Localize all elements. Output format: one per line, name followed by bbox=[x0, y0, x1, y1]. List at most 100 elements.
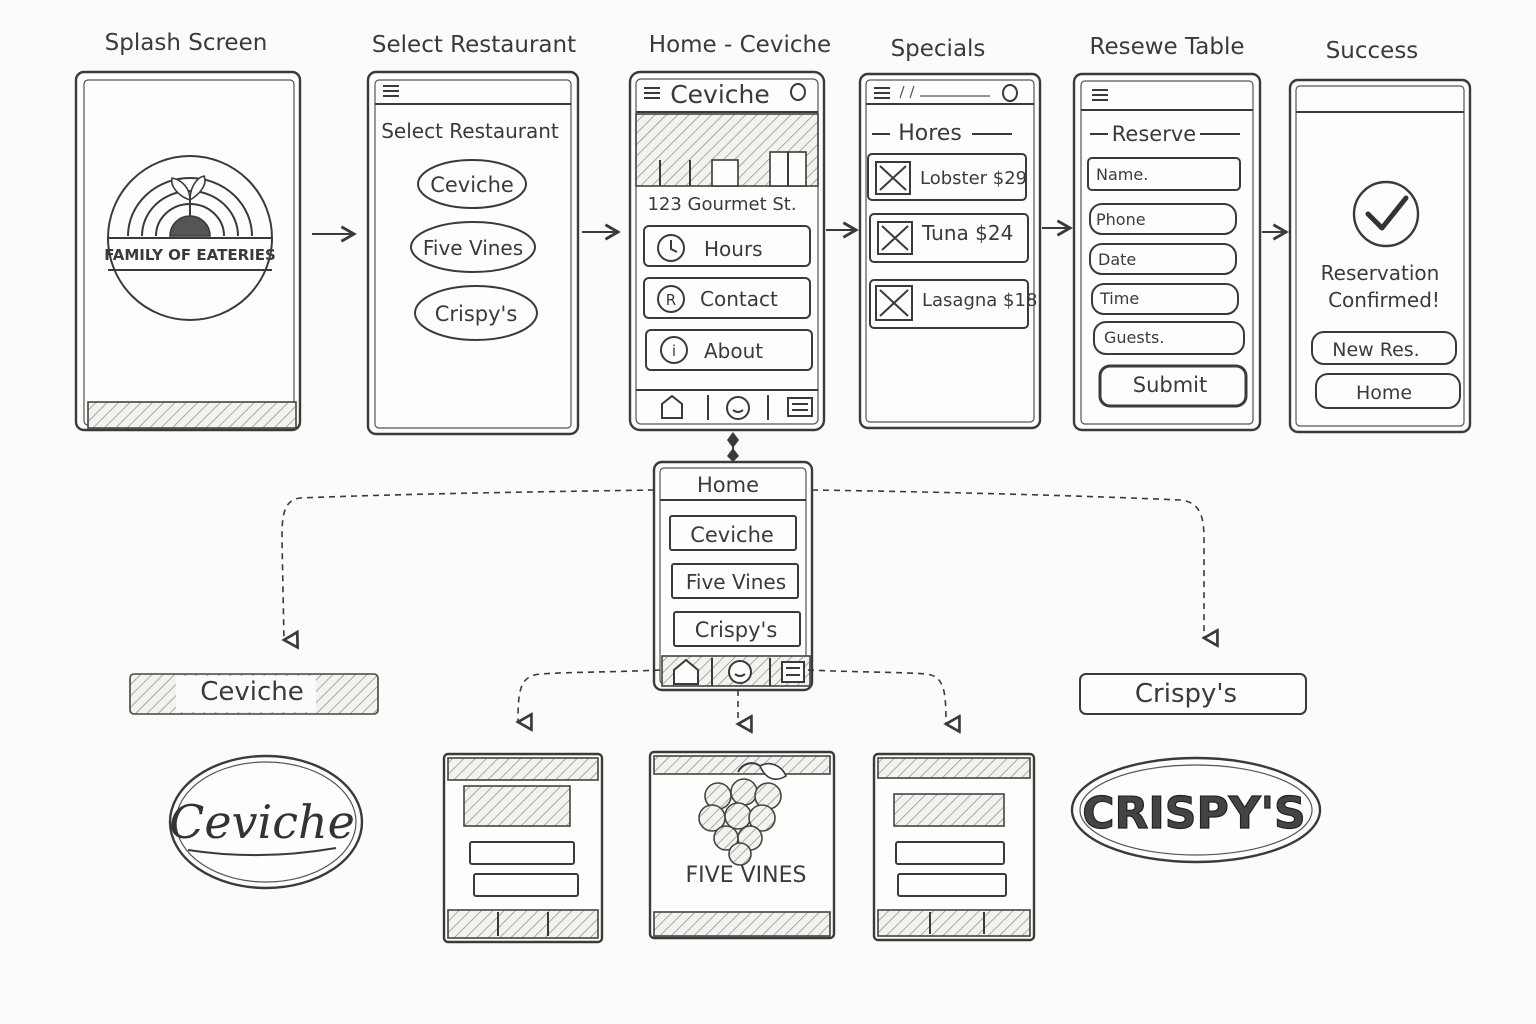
ceviche-banner: Ceviche bbox=[129, 673, 379, 715]
submit-button[interactable]: Submit bbox=[1098, 364, 1248, 408]
flow-connector-right bbox=[807, 669, 946, 724]
smile-icon[interactable] bbox=[726, 396, 750, 420]
home-ceviche-phone: Ceviche 123 Gourmet St. Hours R Con bbox=[628, 70, 826, 432]
x-box-icon bbox=[875, 161, 911, 195]
ceviche-logo-text: Ceviche bbox=[169, 795, 355, 849]
svg-text:R: R bbox=[666, 291, 676, 309]
hub-option-five-vines[interactable]: Five Vines bbox=[671, 563, 799, 599]
success-home-button[interactable]: Home bbox=[1315, 373, 1461, 409]
special-item-label: Lasagna $18 bbox=[922, 290, 1037, 311]
hamburger-icon[interactable] bbox=[1092, 89, 1108, 101]
hub-option-ceviche[interactable]: Ceviche bbox=[669, 515, 797, 551]
crispys-logo: CRISPY'S bbox=[1070, 756, 1322, 864]
grapes-icon bbox=[698, 762, 787, 866]
name-field-placeholder: Name. bbox=[1096, 165, 1148, 184]
contact-button[interactable]: R Contact bbox=[643, 277, 811, 319]
hours-button[interactable]: Hours bbox=[643, 225, 811, 267]
select-title: Select Restaurant bbox=[372, 32, 576, 58]
new-res-label: New Res. bbox=[1332, 339, 1419, 361]
home-ceviche-title: Home - Ceviche bbox=[649, 32, 831, 58]
crispys-logo-text: CRISPY'S bbox=[1082, 788, 1306, 839]
select-option-label: Crispy's bbox=[435, 302, 518, 326]
submit-label: Submit bbox=[1133, 373, 1208, 397]
crispys-banner: Crispy's bbox=[1079, 673, 1307, 715]
hero-image bbox=[635, 113, 819, 187]
hamburger-icon[interactable] bbox=[874, 87, 890, 99]
select-phone: Select Restaurant Ceviche Five Vines Cri… bbox=[366, 70, 580, 436]
clock-icon bbox=[657, 234, 685, 262]
ceviche-logo: Ceviche bbox=[168, 754, 364, 890]
tablet-five-vines: FIVE VINES bbox=[648, 750, 836, 940]
about-label: About bbox=[704, 339, 763, 363]
phone-field-placeholder: Phone bbox=[1096, 210, 1146, 229]
guests-field-placeholder: Guests. bbox=[1104, 328, 1164, 347]
splash-title: Splash Screen bbox=[105, 30, 268, 56]
flow-connector-crispys bbox=[811, 489, 1204, 638]
reserve-title: Resewe Table bbox=[1090, 34, 1245, 60]
about-button[interactable]: i About bbox=[645, 329, 813, 371]
home-hub-title: Home bbox=[697, 473, 759, 497]
search-icon[interactable] bbox=[790, 83, 806, 101]
sprout-icon bbox=[169, 175, 211, 237]
success-message-line1: Reservation bbox=[1321, 261, 1440, 285]
list-icon[interactable] bbox=[781, 661, 805, 683]
guests-field[interactable]: Guests. bbox=[1093, 321, 1245, 355]
select-option-label: Five Vines bbox=[423, 236, 523, 260]
home-icon[interactable] bbox=[661, 394, 683, 419]
crispys-banner-label: Crispy's bbox=[1135, 679, 1237, 709]
reserve-phone: Reserve Name. Phone Date Time Guests. Su… bbox=[1072, 72, 1262, 432]
info-circle-icon: i bbox=[660, 336, 688, 364]
hub-option-label: Five Vines bbox=[686, 570, 786, 594]
time-field-placeholder: Time bbox=[1099, 289, 1139, 308]
hamburger-icon[interactable] bbox=[383, 85, 399, 97]
hours-label: Hours bbox=[704, 237, 763, 261]
success-phone: Reservation Confirmed! New Res. Home bbox=[1288, 78, 1472, 434]
splash-phone: FAMILY OF EATERIES bbox=[74, 70, 302, 432]
r-circle-icon: R bbox=[657, 285, 685, 313]
specials-phone: Hores Lobster $29 Tuna $24 Lasagna $18 bbox=[858, 72, 1042, 430]
home-address: 123 Gourmet St. bbox=[647, 194, 796, 215]
success-message-line2: Confirmed! bbox=[1328, 288, 1440, 312]
select-heading: Select Restaurant bbox=[381, 119, 559, 143]
home-hub-connector bbox=[727, 432, 739, 462]
smile-icon[interactable] bbox=[728, 660, 752, 684]
flow-connector-ceviche bbox=[281, 489, 655, 640]
five-vines-logo-text: FIVE VINES bbox=[686, 863, 807, 888]
reserve-heading: Reserve bbox=[1112, 122, 1196, 146]
phone-field[interactable]: Phone bbox=[1089, 203, 1237, 235]
special-item-label: Lobster $29 bbox=[920, 168, 1027, 189]
select-option-ceviche[interactable]: Ceviche bbox=[417, 159, 527, 209]
success-title: Success bbox=[1326, 38, 1419, 64]
search-icon[interactable] bbox=[1002, 84, 1018, 102]
tablet-right bbox=[872, 752, 1036, 942]
family-of-eateries-logo: FAMILY OF EATERIES bbox=[104, 155, 276, 321]
date-field[interactable]: Date bbox=[1089, 243, 1237, 275]
hub-option-crispys[interactable]: Crispy's bbox=[673, 611, 801, 647]
list-icon[interactable] bbox=[787, 397, 813, 417]
name-field[interactable]: Name. bbox=[1087, 157, 1241, 191]
hamburger-icon[interactable] bbox=[644, 87, 660, 99]
x-box-icon bbox=[875, 285, 913, 321]
hub-option-label: Crispy's bbox=[695, 618, 778, 642]
specials-title: Specials bbox=[891, 36, 986, 62]
select-option-five-vines[interactable]: Five Vines bbox=[410, 221, 536, 273]
select-option-crispys[interactable]: Crispy's bbox=[414, 285, 538, 341]
specials-heading: Hores bbox=[898, 121, 962, 146]
ceviche-banner-label: Ceviche bbox=[200, 677, 304, 707]
x-box-icon bbox=[877, 221, 913, 255]
time-field[interactable]: Time bbox=[1091, 283, 1239, 315]
tablet-left bbox=[442, 752, 604, 944]
special-item-lobster[interactable]: Lobster $29 bbox=[867, 153, 1027, 201]
special-item-tuna[interactable]: Tuna $24 bbox=[869, 213, 1029, 263]
home-app-title: Ceviche bbox=[670, 80, 770, 109]
new-reservation-button[interactable]: New Res. bbox=[1311, 331, 1457, 365]
home-icon[interactable] bbox=[673, 658, 699, 685]
home-hub-phone: Home Ceviche Five Vines Crispy's bbox=[652, 460, 814, 692]
special-item-lasagna[interactable]: Lasagna $18 bbox=[869, 279, 1037, 329]
checkmark-icon bbox=[1352, 180, 1420, 248]
contact-label: Contact bbox=[700, 287, 778, 311]
select-option-label: Ceviche bbox=[430, 173, 514, 197]
splash-logo-text: FAMILY OF EATERIES bbox=[104, 246, 276, 264]
svg-text:i: i bbox=[672, 342, 676, 360]
